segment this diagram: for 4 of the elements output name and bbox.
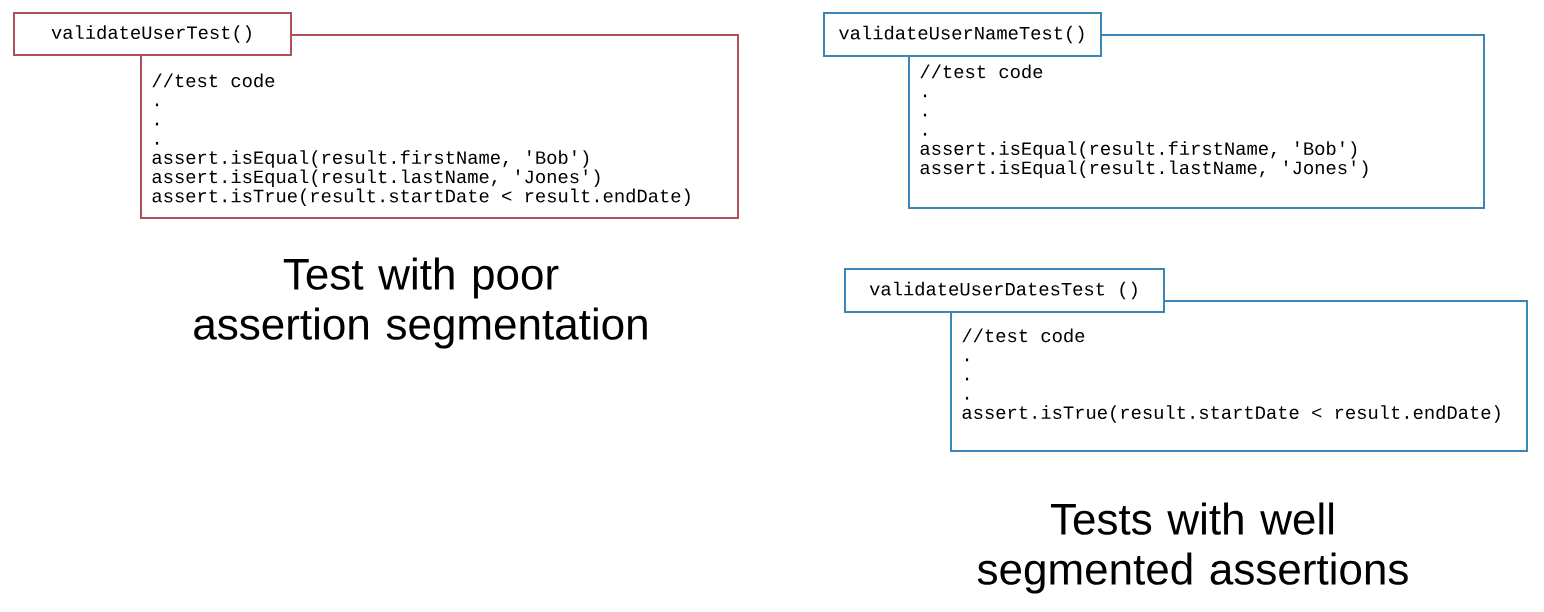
- function-name-box: validateUserNameTest(): [823, 12, 1102, 57]
- caption: Tests with well segmented assertions: [977, 502, 1408, 594]
- function-name-box: validateUserDatesTest (): [844, 268, 1165, 313]
- function-name-box: validateUserTest(): [13, 12, 292, 56]
